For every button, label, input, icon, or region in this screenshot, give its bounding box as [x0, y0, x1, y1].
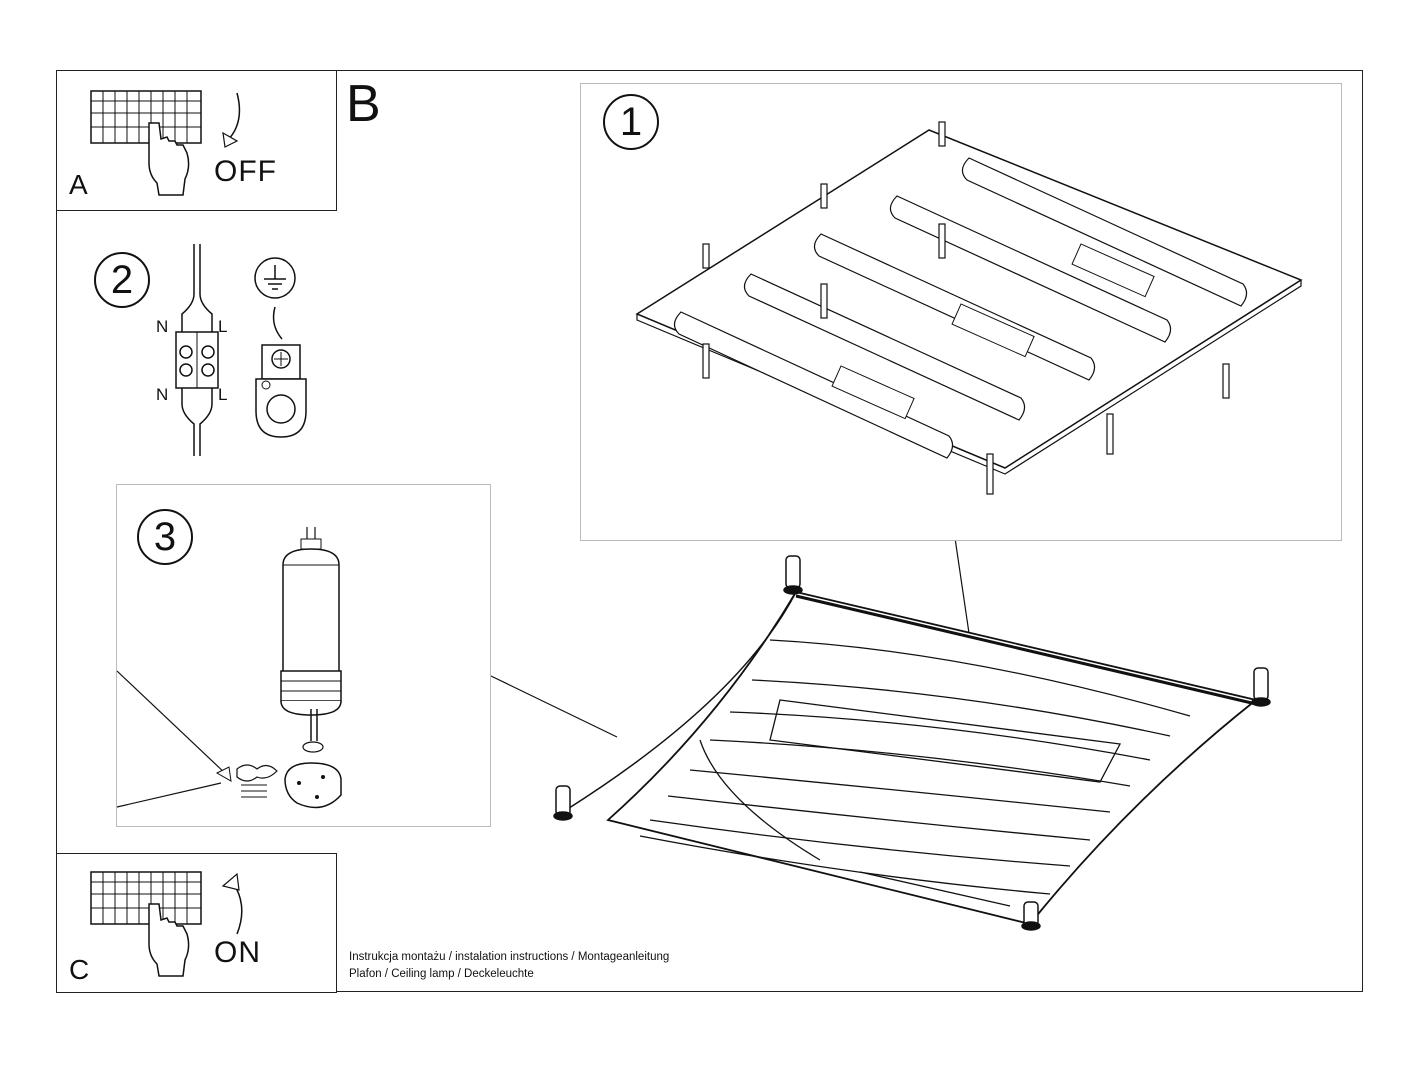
wire-label-n-bottom: N [156, 385, 169, 404]
step-1-number: 1 [603, 94, 659, 150]
footer-caption: Instrukcja montażu / instalation instruc… [349, 949, 669, 983]
wire-label-l-top: L [218, 317, 228, 336]
lamp-socket-illustration [116, 527, 342, 809]
step-1-panel: 1 [580, 83, 1342, 541]
instruction-sheet-frame [56, 70, 1363, 992]
ceiling-plate-exploded-view [635, 121, 1303, 495]
step-3-number: 3 [137, 509, 193, 565]
step-c-panel: C ON [56, 853, 337, 993]
wire-label-n-top: N [156, 317, 169, 336]
terminal-block-wiring-diagram [175, 244, 219, 456]
ground-symbol-icon [254, 257, 307, 438]
circuit-breaker-on-icon [90, 871, 243, 977]
circuit-breaker-off-icon [90, 90, 241, 196]
step-a-off-label: OFF [214, 155, 277, 188]
step-c-letter: C [69, 954, 90, 985]
step-3-panel: 3 [116, 484, 491, 827]
step-a-panel: A OFF [56, 70, 337, 211]
footer-line-product: Plafon / Ceiling lamp / Deckeleuchte [349, 968, 534, 980]
step-a-letter: A [69, 169, 88, 200]
wire-label-l-bottom: L [218, 385, 228, 404]
step-2-number: 2 [94, 252, 150, 308]
step-b-letter: B [346, 75, 381, 133]
footer-line-instructions: Instrukcja montażu / instalation instruc… [349, 951, 670, 963]
step-c-on-label: ON [214, 936, 261, 969]
